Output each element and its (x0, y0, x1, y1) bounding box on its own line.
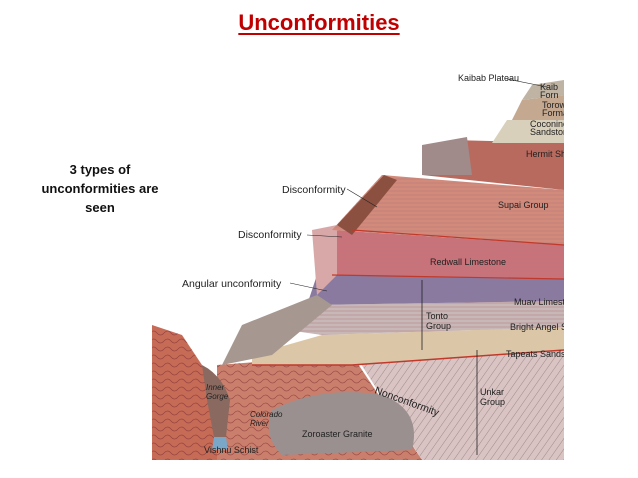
label-unkar-2: Group (480, 397, 505, 407)
label-inner-gorge-1: Inner (206, 383, 225, 392)
coconino-layer (492, 120, 564, 143)
label-vishnu-schist: Vishnu Schist (204, 445, 259, 455)
label-redwall: Redwall Limestone (430, 257, 506, 267)
label-muav: Muav Limest (514, 297, 564, 307)
page-title: Unconformities (238, 10, 400, 35)
label-kaibab-plateau: Kaibab Plateau (458, 73, 519, 83)
nonconformity-line (252, 349, 564, 366)
disconformity-line-lower (331, 274, 564, 280)
label-tapeats: Tapeats Sands (506, 349, 564, 359)
label-disconformity-lower: Disconformity (238, 229, 302, 241)
label-kaibab-2: Forn (540, 90, 559, 100)
label-tonto-2: Group (426, 321, 451, 331)
label-kaibab-1: Kaib (540, 82, 558, 92)
colorado-river (212, 437, 228, 450)
zoroaster-granite (268, 392, 414, 455)
supai-cliff (337, 175, 397, 235)
side-note-line-3: seen (85, 200, 115, 215)
label-unkar-1: Unkar (480, 387, 504, 397)
label-supai-group: Supai Group (498, 200, 549, 210)
redwall-cliff (312, 225, 337, 295)
side-note: 3 types of unconformities are seen (30, 160, 170, 217)
label-tonto-1: Tonto (426, 311, 448, 321)
cross-section-svg: Kaibab Plateau Kaib Forn Torow Forma Coc… (152, 73, 564, 460)
label-hermit-shale: Hermit Sh (526, 149, 564, 159)
inner-gorge (202, 365, 230, 437)
label-coconino-2: Sandston (530, 127, 564, 137)
label-toroweap-2: Forma (542, 108, 564, 118)
label-angular-unconformity: Angular unconformity (182, 278, 282, 290)
label-colorado-river-2: River (250, 419, 269, 428)
muav-layer (307, 275, 564, 305)
hermit-slope (422, 137, 472, 175)
toroweap-layer (512, 95, 564, 120)
label-zoroaster: Zoroaster Granite (302, 429, 373, 439)
grand-canyon-cross-section-diagram: Kaibab Plateau Kaib Forn Torow Forma Coc… (122, 65, 564, 460)
kaibab-layer (522, 80, 564, 100)
lower-cliff (222, 295, 332, 365)
side-note-line-1: 3 types of (69, 162, 131, 177)
side-note-line-2: unconformities are (41, 181, 159, 196)
label-toroweap-1: Torow (542, 100, 564, 110)
label-coconino-1: Coconino (530, 119, 564, 129)
label-inner-gorge-2: Gorge (206, 392, 229, 401)
label-disconformity-upper: Disconformity (282, 184, 346, 196)
label-colorado-river-1: Colorado (250, 410, 283, 419)
disconformity-line-upper (351, 229, 564, 246)
label-bright-angel: Bright Angel S (510, 322, 564, 332)
